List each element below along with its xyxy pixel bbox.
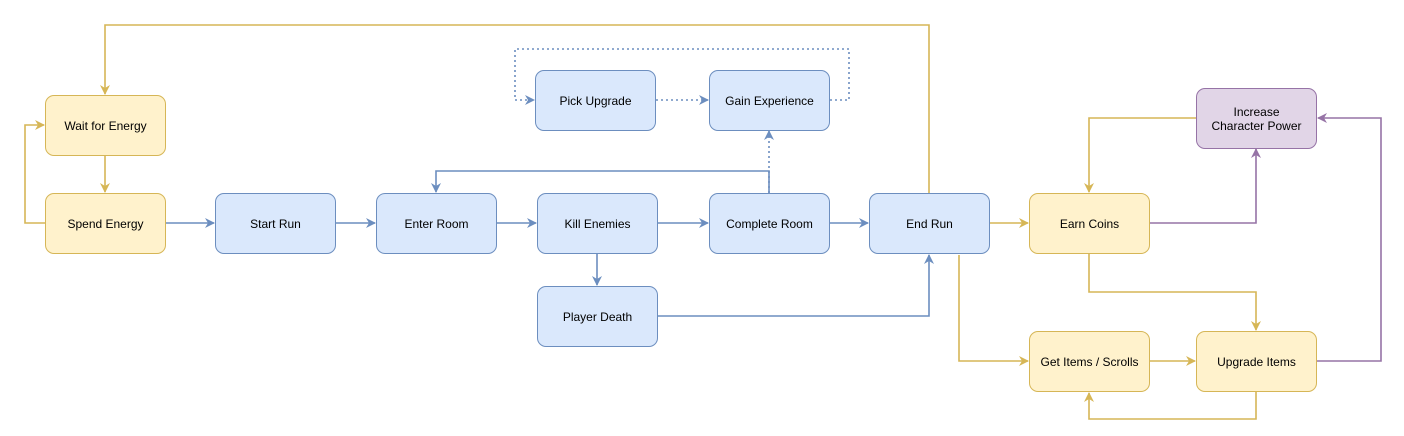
node-label: Increase Character Power	[1211, 104, 1302, 133]
node-earn-coins: Earn Coins	[1029, 193, 1150, 254]
node-label: Player Death	[562, 309, 633, 324]
node-complete-room: Complete Room	[709, 193, 830, 254]
node-end-run: End Run	[869, 193, 990, 254]
node-label: Wait for Energy	[64, 118, 147, 133]
node-label: Earn Coins	[1059, 216, 1120, 231]
node-wait-for-energy: Wait for Energy	[45, 95, 166, 156]
node-kill-enemies: Kill Enemies	[537, 193, 658, 254]
node-pick-upgrade: Pick Upgrade	[535, 70, 656, 131]
node-start-run: Start Run	[215, 193, 336, 254]
node-label: Gain Experience	[725, 93, 814, 108]
node-label: Spend Energy	[67, 216, 144, 231]
edge-end-run-to-wait-for-energy	[100, 24, 930, 193]
node-label: End Run	[906, 216, 953, 231]
node-enter-room: Enter Room	[376, 193, 497, 254]
node-label: Start Run	[250, 216, 301, 231]
edge-earn-coins-to-increase-power	[1150, 148, 1261, 224]
edge-end-run-to-get-items	[958, 255, 1029, 366]
edge-spend-to-wait-energy	[24, 120, 45, 224]
node-upgrade-items: Upgrade Items	[1196, 331, 1317, 392]
edge-upgrade-items-to-get-items	[1084, 392, 1257, 420]
node-label: Complete Room	[726, 216, 813, 231]
edge-earn-coins-to-upgrade-items	[1088, 254, 1261, 331]
node-player-death: Player Death	[537, 286, 658, 347]
edge-increase-power-to-earn-coins	[1084, 117, 1196, 193]
node-label: Kill Enemies	[564, 216, 631, 231]
node-increase-character-power: Increase Character Power	[1196, 88, 1317, 149]
node-spend-energy: Spend Energy	[45, 193, 166, 254]
edge-player-death-to-end-run	[658, 254, 934, 317]
edge-complete-room-to-enter-room	[431, 170, 770, 193]
node-gain-experience: Gain Experience	[709, 70, 830, 131]
node-label: Get Items / Scrolls	[1040, 354, 1139, 369]
node-label: Pick Upgrade	[559, 93, 632, 108]
node-label: Enter Room	[404, 216, 469, 231]
edge-upgrade-items-to-increase-power	[1317, 113, 1382, 362]
edge-gain-experience-to-pick-upgrade	[514, 48, 850, 105]
node-get-items-scrolls: Get Items / Scrolls	[1029, 331, 1150, 392]
node-label: Upgrade Items	[1217, 354, 1296, 369]
